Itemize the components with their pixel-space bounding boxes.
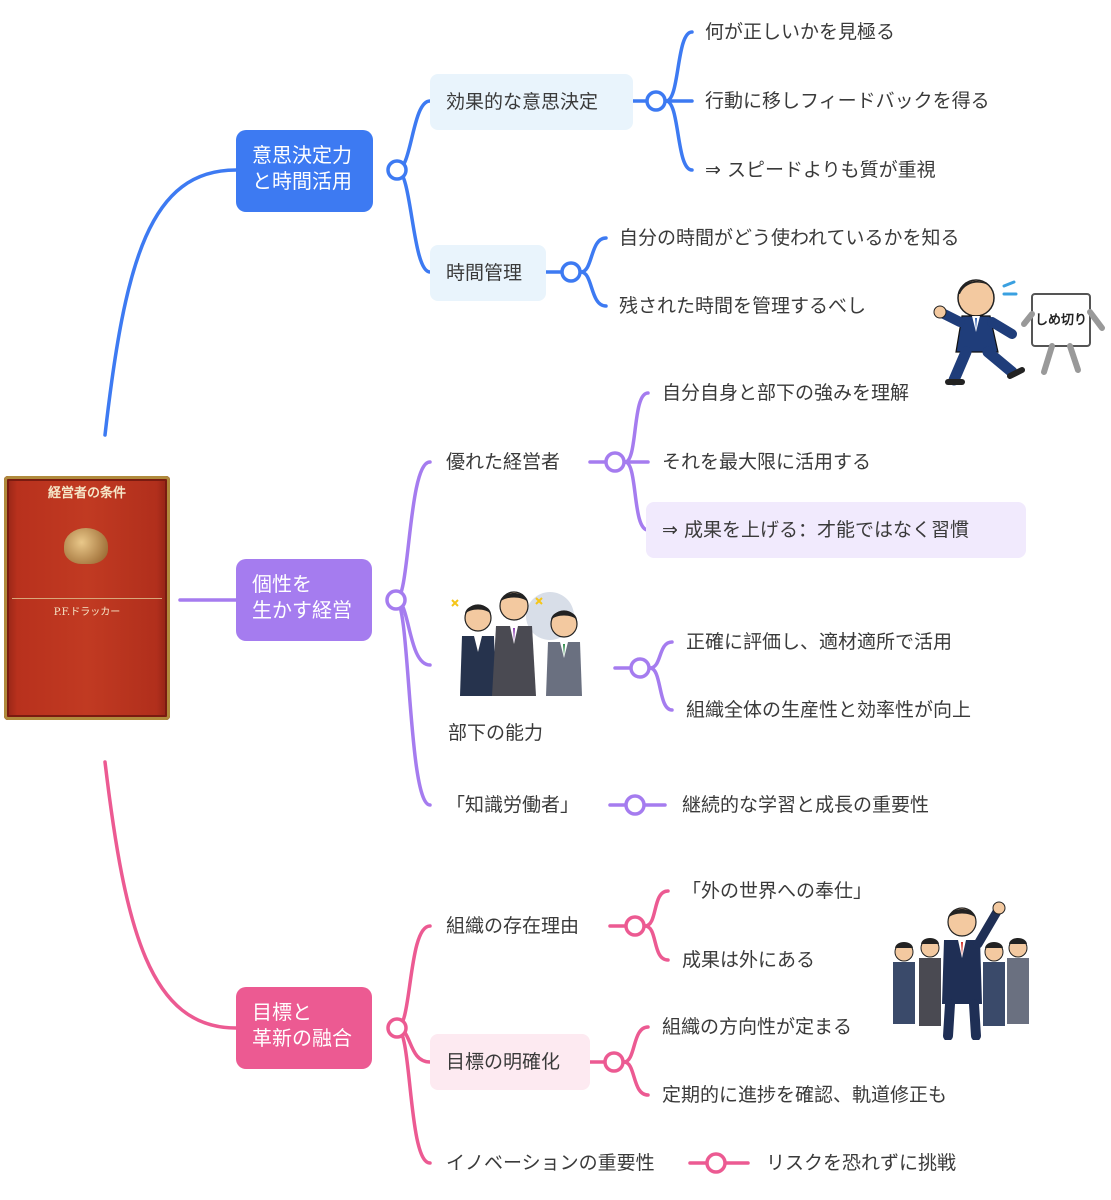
book-author: P.F.ドラッカー xyxy=(53,607,121,618)
leaf-item: ⇒ スピードよりも質が重視 xyxy=(705,159,936,181)
branch-label-line2: と時間活用 xyxy=(252,169,352,193)
branch-individuality[interactable]: 個性を 生かす経営 xyxy=(236,559,372,641)
branch-label-line2: 生かす経営 xyxy=(252,598,352,622)
leaf-item: 組織全体の生産性と効率性が向上 xyxy=(686,699,972,721)
branch-label-line2: 革新の融合 xyxy=(252,1026,352,1050)
leaf-item: 「外の世界への奉仕」 xyxy=(682,880,873,902)
node-organization-purpose[interactable]: 組織の存在理由 xyxy=(446,915,580,937)
leaf-item: 何が正しいかを見極る xyxy=(705,21,896,43)
node-label: 目標の明確化 xyxy=(446,1051,561,1073)
node-subordinate-ability[interactable]: 部下の能力 xyxy=(448,722,544,744)
leaf-highlight: ⇒ 成果を上げる：才能ではなく習慣 xyxy=(646,502,1026,558)
book-divider xyxy=(12,598,162,599)
leaf-item: リスクを恐れずに挑戦 xyxy=(766,1152,957,1174)
node-knowledge-worker[interactable]: 「知識労働者」 xyxy=(446,794,580,816)
branch-decision-time[interactable]: 意思決定力 と時間活用 xyxy=(236,130,373,212)
leaf-item: 組織の方向性が定まる xyxy=(662,1016,853,1038)
node-goal-clarification[interactable]: 目標の明確化 xyxy=(430,1034,590,1090)
node-label: 時間管理 xyxy=(446,262,523,284)
branch-label-line1: 個性を xyxy=(252,572,312,596)
node-time-management[interactable]: 時間管理 xyxy=(430,245,546,301)
team-illustration xyxy=(451,591,582,696)
branch-label-line1: 意思決定力 xyxy=(252,143,352,167)
branch-goals-innovation[interactable]: 目標と 革新の融合 xyxy=(236,987,372,1069)
deadline-label: しめ切り xyxy=(1035,313,1087,328)
branch-label-line1: 目標と xyxy=(252,1000,312,1024)
deadline-chase-illustration: しめ切り xyxy=(933,279,1105,386)
node-label: 効果的な意思決定 xyxy=(446,91,599,113)
book-emblem-icon xyxy=(64,528,108,564)
leaf-item: 自分自身と部下の強みを理解 xyxy=(662,382,910,404)
node-effective-decision[interactable]: 効果的な意思決定 xyxy=(430,74,633,130)
leaf-item: 残された時間を管理するべし xyxy=(619,295,867,317)
book-title: 経営者の条件 xyxy=(47,486,126,501)
leaf-item: 自分の時間がどう使われているかを知る xyxy=(619,227,960,249)
leaf-item: それを最大限に活用する xyxy=(662,451,872,473)
book-cover-root: 経営者の条件 P.F.ドラッカー xyxy=(4,476,170,720)
node-innovation[interactable]: イノベーションの重要性 xyxy=(446,1152,655,1174)
leaf-item: 定期的に進捗を確認、軌道修正も xyxy=(662,1084,948,1106)
node-excellent-manager[interactable]: 優れた経営者 xyxy=(446,451,561,473)
leaf-item: 行動に移しフィードバックを得る xyxy=(705,90,990,112)
leaf-item: 継続的な学習と成長の重要性 xyxy=(682,794,930,816)
leaf-item: 成果は外にある xyxy=(682,949,816,971)
leaf-item: 正確に評価し、適材適所で活用 xyxy=(686,631,953,653)
leaf-highlight-text: ⇒ 成果を上げる：才能ではなく習慣 xyxy=(662,519,969,541)
group-leader-illustration xyxy=(893,901,1029,1040)
